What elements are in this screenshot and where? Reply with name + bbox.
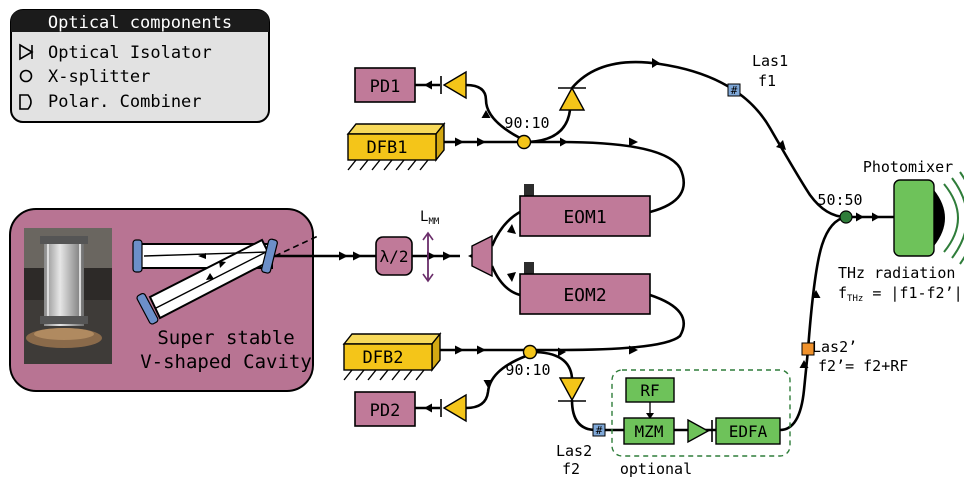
legend-splitter-label: X-splitter bbox=[48, 67, 150, 87]
las1-freq: f1 bbox=[758, 72, 776, 90]
direction-arrows bbox=[339, 58, 880, 435]
thz-title: THz radiation bbox=[838, 264, 955, 282]
coupler-out-icon bbox=[839, 210, 853, 224]
eom1-modulator: EOM1 bbox=[519, 184, 651, 237]
las1-marker: # bbox=[727, 83, 741, 97]
mzm-label: MZM bbox=[635, 422, 664, 441]
mzm-modulator: MZM bbox=[623, 417, 675, 445]
legend-title: Optical components bbox=[48, 13, 232, 33]
dfb2-label: DFB2 bbox=[363, 348, 404, 368]
eom1-label: EOM1 bbox=[563, 207, 606, 228]
cavity-caption-line1: Super stable bbox=[157, 327, 294, 349]
top-isolator-icon bbox=[558, 86, 586, 111]
las2-marker-symbol: # bbox=[596, 424, 603, 437]
pd2-amplifier-icon bbox=[442, 393, 467, 423]
edfa-label: EDFA bbox=[729, 422, 768, 441]
optional-label: optional bbox=[620, 460, 692, 477]
thz-formula: fTHz = |f1-f2’| bbox=[838, 284, 963, 304]
pd2-label: PD2 bbox=[370, 401, 401, 421]
cavity-mirror-top-left bbox=[132, 239, 143, 273]
rf-label: RF bbox=[640, 381, 659, 400]
photomixer: Photomixer bbox=[863, 158, 964, 265]
legend-combiner-label: Polar. Combiner bbox=[48, 92, 202, 112]
polarization-combiner-icon bbox=[471, 234, 493, 278]
lens-label: LMM bbox=[420, 209, 440, 227]
pd1-amplifier-icon bbox=[442, 70, 467, 100]
half-wave-plate: λ/2 bbox=[375, 236, 413, 276]
coupler-bottom-label: 90:10 bbox=[505, 361, 550, 379]
dfb1-laser: DFB1 bbox=[346, 122, 446, 171]
half-wave-plate-label: λ/2 bbox=[380, 247, 409, 266]
coupler-out-label: 50:50 bbox=[817, 191, 862, 209]
dfb1-label: DFB1 bbox=[367, 138, 408, 158]
las2-name: Las2 bbox=[556, 442, 592, 460]
cavity-caption-line2: V-shaped Cavity bbox=[140, 351, 312, 373]
dfb2-laser: DFB2 bbox=[342, 332, 442, 381]
eom2-modulator: EOM2 bbox=[519, 262, 651, 315]
las2-prime-marker bbox=[801, 342, 815, 356]
cavity-arms bbox=[139, 238, 274, 320]
coupler-top-label: 90:10 bbox=[504, 114, 549, 132]
eom2-label: EOM2 bbox=[563, 285, 606, 306]
las2-marker: # bbox=[592, 423, 606, 437]
pd1-label: PD1 bbox=[370, 77, 401, 97]
legend-isolator-label: Optical Isolator bbox=[48, 43, 212, 63]
edfa-preamp-icon bbox=[687, 418, 710, 444]
bottom-isolator-icon bbox=[558, 377, 586, 402]
splitter-icon bbox=[19, 69, 33, 83]
cavity-mirror-bottom-left bbox=[136, 292, 159, 325]
las2-freq: f2 bbox=[562, 460, 580, 477]
cavity-mirror-right bbox=[261, 238, 278, 274]
cavity-panel: Super stable V-shaped Cavity bbox=[9, 208, 319, 392]
cavity-photo bbox=[24, 228, 112, 364]
las2-prime-name: Las2’ bbox=[812, 338, 857, 356]
edfa-amplifier: EDFA bbox=[715, 417, 781, 445]
legend-box: Optical components Optical Isolator X-sp… bbox=[10, 9, 270, 123]
photomixer-label: Photomixer bbox=[863, 158, 953, 176]
rf-source: RF bbox=[625, 377, 675, 403]
las1-name: Las1 bbox=[752, 52, 788, 70]
pd2-detector: PD2 bbox=[354, 391, 416, 427]
fiber-paths bbox=[274, 60, 895, 432]
las2-prime-freq: f2’= f2+RF bbox=[818, 357, 908, 375]
combiner-icon bbox=[19, 94, 32, 110]
las1-marker-symbol: # bbox=[731, 84, 738, 97]
coupler-top-icon bbox=[516, 134, 532, 150]
isolator-icon bbox=[19, 43, 34, 61]
optional-box: optional bbox=[611, 369, 791, 477]
lens-lmm: LMM bbox=[420, 209, 440, 283]
pd1-detector: PD1 bbox=[354, 67, 416, 103]
coupler-bottom-icon bbox=[522, 344, 538, 360]
